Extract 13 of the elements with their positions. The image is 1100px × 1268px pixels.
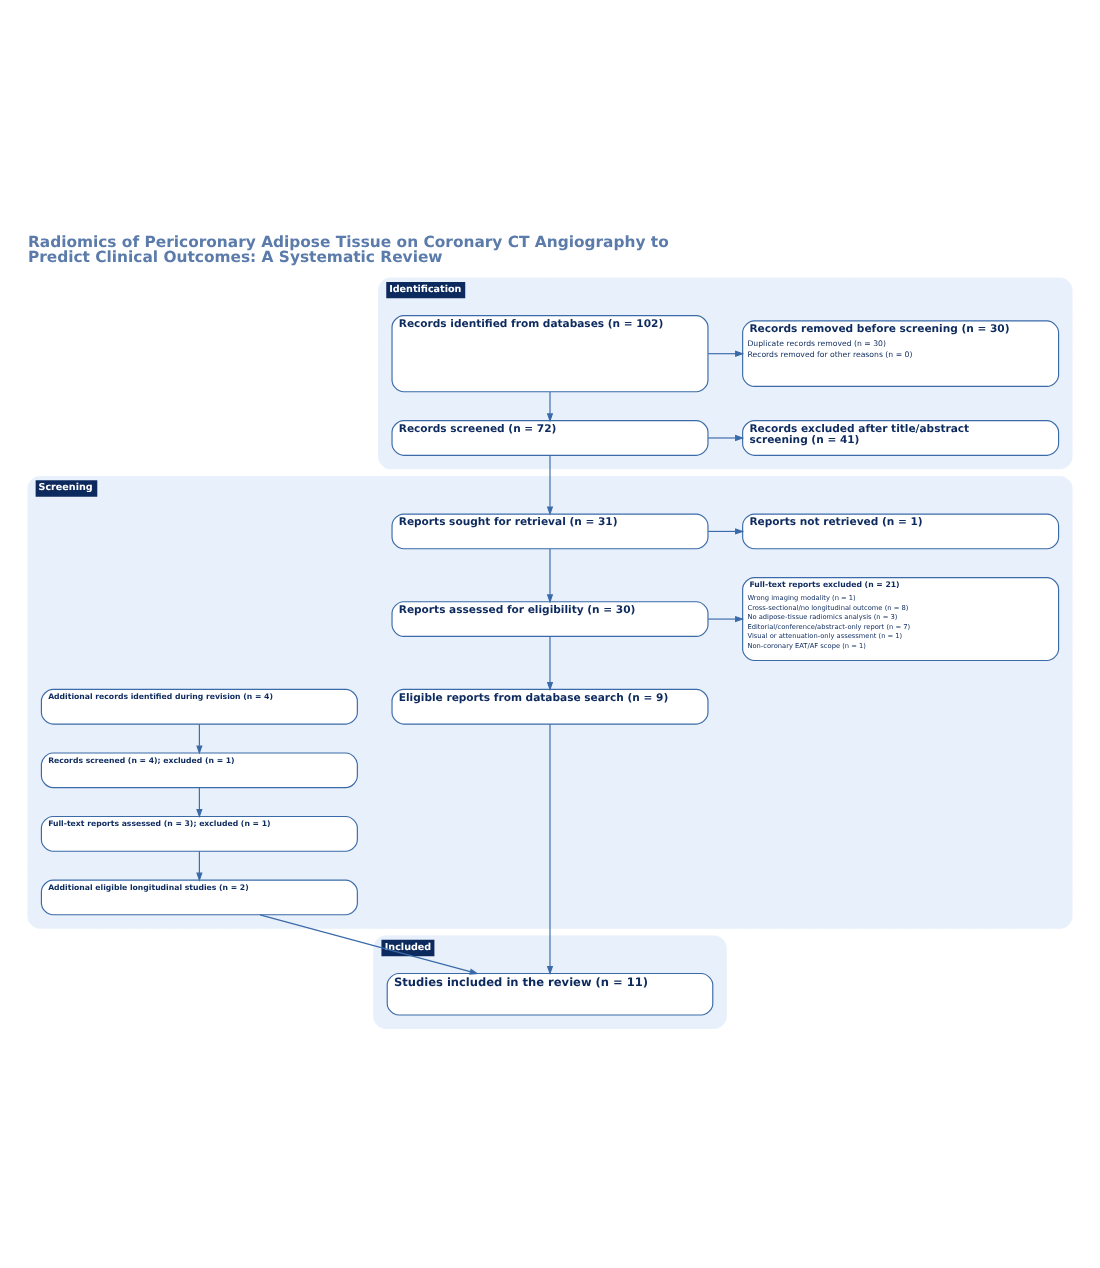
arrow (707, 528, 745, 535)
arrow (546, 723, 554, 976)
arrow (707, 615, 745, 623)
arrow (707, 350, 745, 357)
arrow (546, 548, 554, 604)
arrow (196, 723, 203, 755)
arrow (707, 434, 745, 442)
arrow (259, 914, 479, 975)
arrow (196, 850, 203, 882)
arrow (196, 787, 203, 819)
arrow (546, 455, 554, 516)
arrow (546, 635, 554, 692)
arrow (546, 391, 554, 423)
